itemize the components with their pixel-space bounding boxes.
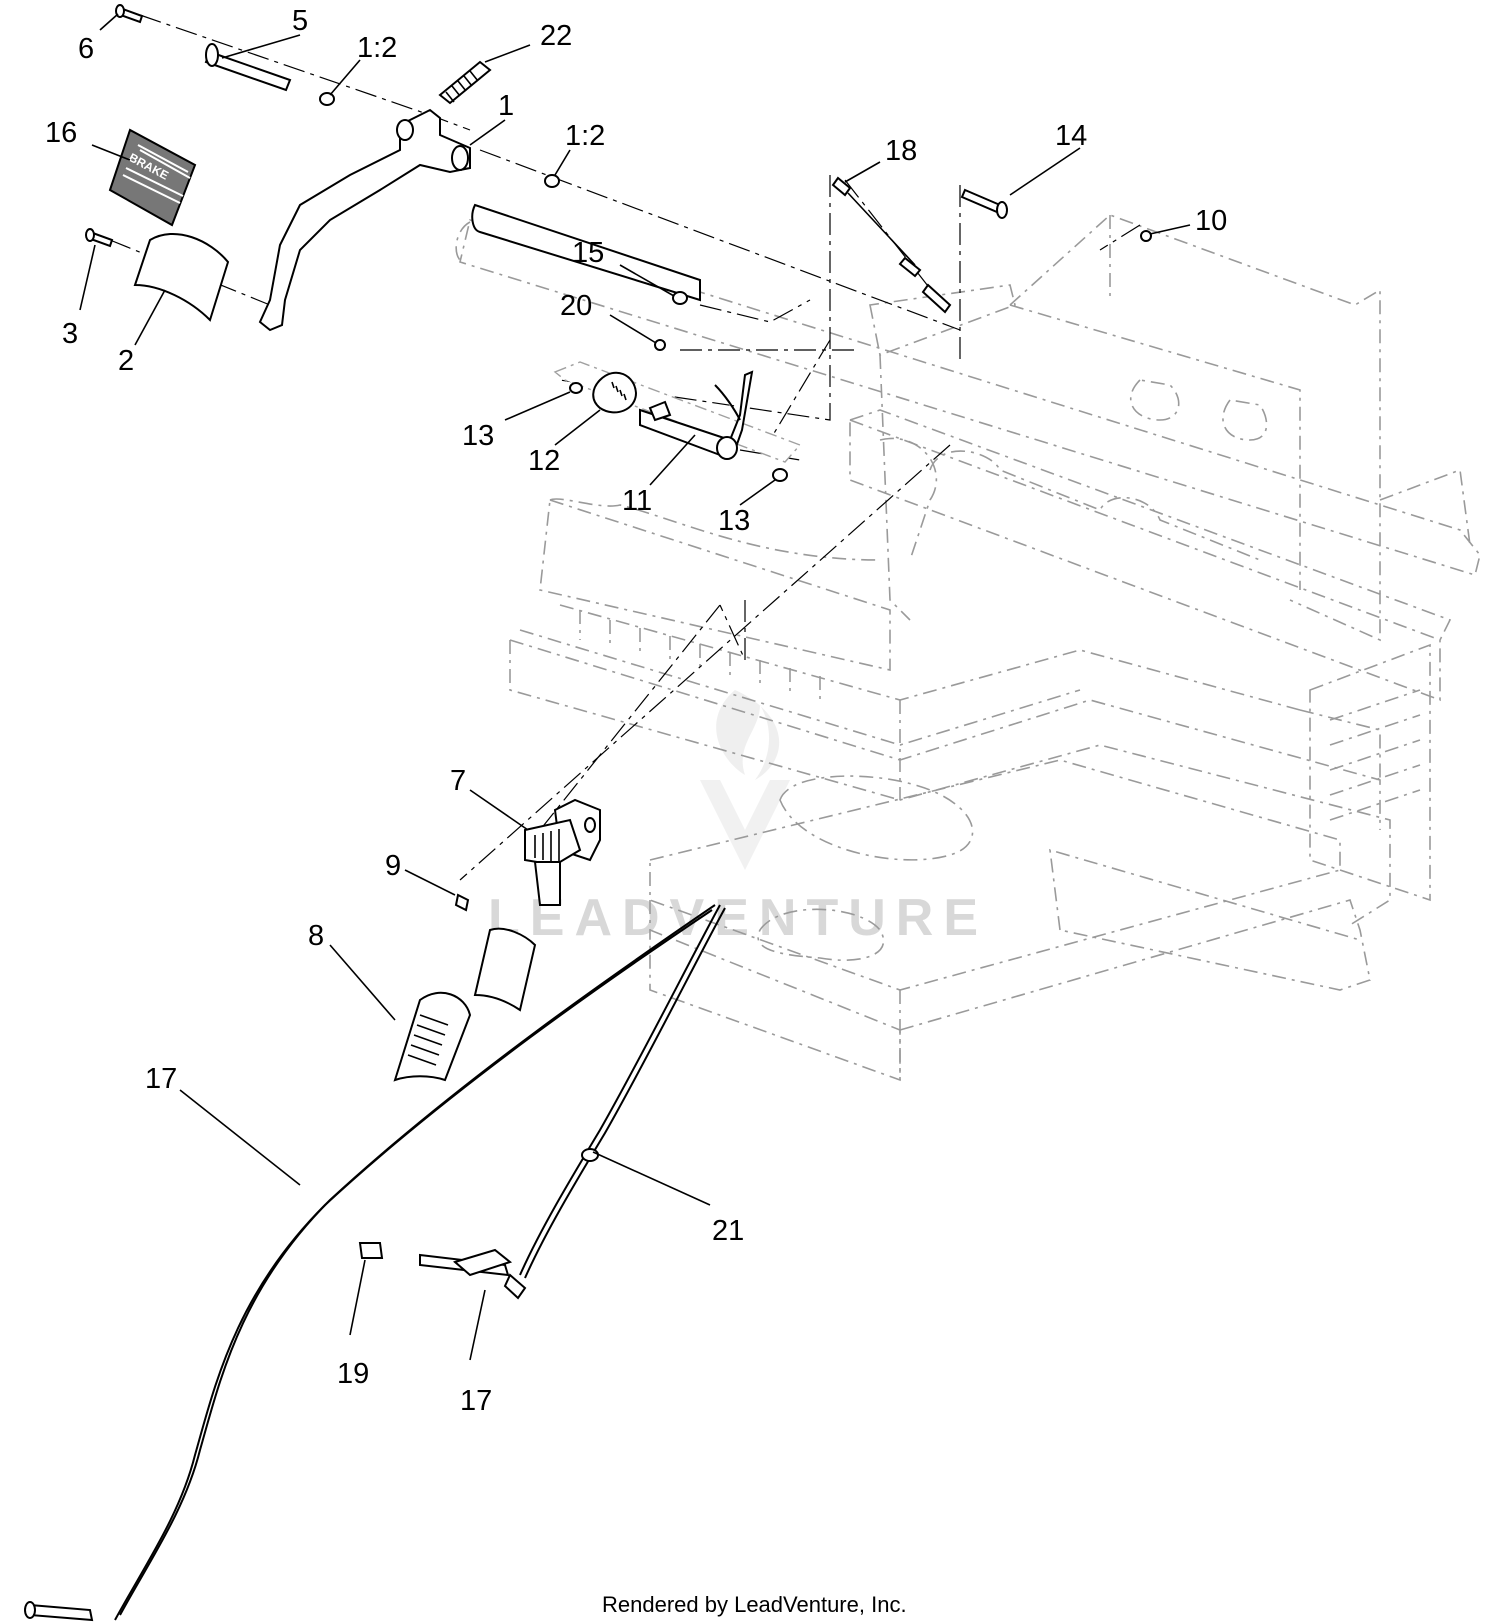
leader-lines (79, 13, 1191, 1361)
watermark: LEADVENTURE (488, 690, 988, 947)
pad-bolt (85, 228, 114, 248)
chassis-frame (455, 214, 1481, 1082)
throttle-cable (24, 904, 716, 1622)
brake-cable (358, 904, 726, 1300)
callout-9: 9 (385, 850, 401, 882)
watermark-logo-icon (700, 690, 790, 870)
callout-11: 11 (622, 485, 652, 517)
throttle-sensor (524, 798, 601, 906)
callout-18: 18 (885, 135, 917, 167)
brake-switch-bracket (553, 361, 802, 482)
brake-pedal-arm (258, 108, 471, 332)
lock-nut (1140, 230, 1152, 242)
callout-13-left: 13 (462, 420, 494, 452)
rendered-by-footer: Rendered by LeadVenture, Inc. (602, 1592, 907, 1617)
callout-21: 21 (712, 1215, 744, 1247)
callout-17-upper: 17 (145, 1063, 177, 1095)
brake-pedal-pad (133, 232, 230, 322)
callout-1-2-lower: 1:2 (565, 120, 605, 152)
brake-pad-cover: BRAKE (108, 128, 197, 227)
callout-20: 20 (560, 290, 592, 322)
cable-clevis (831, 176, 952, 314)
callout-5: 5 (292, 5, 308, 37)
callout-labels: 6 5 1:2 22 1 1:2 16 18 14 10 15 20 3 2 1… (45, 5, 1227, 1417)
callout-19: 19 (337, 1358, 369, 1390)
watermark-text: LEADVENTURE (488, 889, 988, 947)
mount-bolt (960, 188, 1008, 219)
callout-7: 7 (450, 765, 466, 797)
assembly-lines (109, 14, 1141, 881)
callout-13-right: 13 (718, 505, 750, 537)
pivot-pin (115, 4, 292, 92)
accelerator-pedal (393, 927, 537, 1082)
brake-shaft (471, 203, 701, 351)
return-spring (438, 60, 492, 105)
callout-22: 22 (540, 20, 572, 52)
callout-3: 3 (62, 318, 78, 350)
callout-1-2-upper: 1:2 (357, 32, 397, 64)
callout-14: 14 (1055, 120, 1087, 152)
spacers (319, 92, 560, 188)
callout-12: 12 (528, 445, 560, 477)
callout-16: 16 (45, 117, 77, 149)
sensor-bolt (454, 893, 470, 912)
callout-8: 8 (308, 920, 324, 952)
callout-2: 2 (118, 345, 134, 377)
callout-1: 1 (498, 90, 514, 122)
callout-15: 15 (572, 237, 604, 269)
callout-17-lower: 17 (460, 1385, 492, 1417)
callout-10: 10 (1195, 205, 1227, 237)
callout-6: 6 (78, 33, 94, 65)
